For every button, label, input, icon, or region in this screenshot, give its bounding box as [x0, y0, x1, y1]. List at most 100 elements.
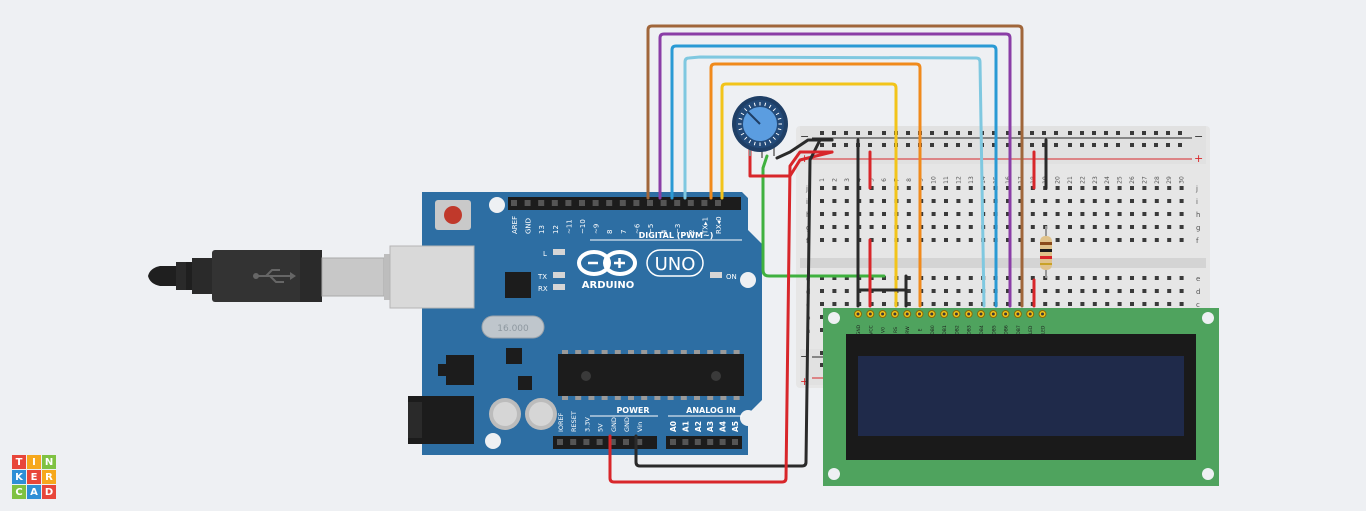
- wire-5v-rail: [608, 150, 834, 484]
- analog-label: ANALOG IN: [686, 406, 736, 415]
- arduino-brand: ARDUINO: [582, 280, 634, 291]
- power-jack: [408, 396, 474, 444]
- wire-gnd-rail: [634, 138, 834, 468]
- lcd-pin-label: DB5: [991, 325, 997, 335]
- digital-label: DIGITAL (PWM~): [639, 231, 714, 240]
- analog-pin-hole[interactable]: [682, 439, 689, 445]
- logo-letter: N: [42, 455, 56, 469]
- power-pin-label: 3.3V: [583, 417, 591, 432]
- breadboard-column-number: 1: [819, 178, 826, 182]
- voltage-regulator: [446, 355, 474, 385]
- power-pin-hole[interactable]: [557, 439, 563, 445]
- digital-pin-hole[interactable]: [660, 200, 667, 206]
- lcd-pin-label: GND: [856, 324, 862, 335]
- lcd-screen: [858, 356, 1184, 436]
- digital-pin-label: RX◂0: [715, 216, 723, 234]
- lcd-pin-label: DB2: [954, 325, 960, 335]
- lcd-pin-label: VCC: [868, 325, 874, 334]
- reset-button[interactable]: [435, 200, 471, 230]
- digital-pin-label: ~10: [579, 219, 587, 234]
- digital-pin-hole[interactable]: [579, 200, 585, 206]
- usb-cable[interactable]: [148, 250, 390, 302]
- breadboard-column-number: 10: [931, 176, 938, 184]
- breadboard-row-letter: h: [1196, 211, 1200, 219]
- lcd-pin-label: RS: [893, 327, 899, 333]
- digital-pin-hole[interactable]: [674, 200, 681, 206]
- wire-d5-db5: [670, 44, 998, 308]
- breadboard-column-number: 30: [1179, 176, 1186, 184]
- power-pin-hole[interactable]: [623, 439, 629, 445]
- digital-pin-hole[interactable]: [647, 200, 653, 206]
- breadboard-column-number: 5: [869, 178, 876, 182]
- lcd-pin-label: DB4: [979, 325, 985, 335]
- lcd-pin-label: DB7: [1016, 325, 1022, 335]
- digital-pin-hole[interactable]: [606, 200, 613, 206]
- power-pin-hole[interactable]: [583, 439, 590, 445]
- power-pin-hole[interactable]: [636, 439, 643, 445]
- digital-pin-hole[interactable]: [633, 200, 640, 206]
- analog-pin-hole[interactable]: [719, 439, 726, 445]
- digital-pin-hole[interactable]: [551, 200, 558, 206]
- analog-header: [666, 436, 742, 449]
- digital-pin-hole[interactable]: [524, 200, 531, 206]
- analog-pin-label: A0: [669, 421, 678, 432]
- breadboard-row-letter: i: [806, 198, 808, 206]
- digital-pin-label: 12: [552, 225, 560, 234]
- breadboard-row-letter: f: [1196, 237, 1199, 245]
- atmega-chip: [558, 350, 744, 400]
- digital-pin-hole[interactable]: [619, 200, 626, 206]
- wire-d6-db6: [658, 32, 1012, 308]
- lcd-pin-label: DB1: [942, 325, 948, 335]
- breadboard-column-number: 3: [844, 178, 851, 182]
- digital-pin-hole[interactable]: [592, 200, 599, 206]
- analog-pin-hole[interactable]: [732, 439, 738, 445]
- power-pin-hole[interactable]: [609, 439, 616, 445]
- digital-pin-label: ~5: [647, 224, 655, 234]
- analog-pin-label: A3: [706, 421, 715, 432]
- digital-pin-label: 7: [620, 230, 628, 234]
- power-pin-label: 5V: [597, 423, 605, 432]
- arduino-uno-board[interactable]: 16.000 L TX RX ON: [389, 192, 762, 455]
- analog-pin-hole[interactable]: [670, 439, 676, 445]
- digital-pin-hole[interactable]: [687, 200, 694, 206]
- breadboard-column-number: 24: [1104, 176, 1111, 184]
- power-label: POWER: [616, 406, 649, 415]
- led-tx-label: TX: [537, 273, 547, 281]
- digital-pin-hole[interactable]: [565, 200, 572, 206]
- power-pin-label: RESET: [570, 411, 578, 432]
- led-on-label: ON: [726, 273, 737, 281]
- rail-minus-left-bottom: −: [800, 350, 809, 363]
- digital-pin-hole[interactable]: [701, 200, 708, 206]
- logo-letter: D: [42, 485, 56, 499]
- analog-pin-hole[interactable]: [694, 439, 701, 445]
- digital-pin-hole[interactable]: [511, 200, 517, 206]
- potentiometer[interactable]: [732, 96, 788, 158]
- digital-pin-label: 2: [688, 230, 696, 234]
- breadboard-row-letter: e: [1196, 275, 1200, 283]
- breadboard-column-number: 25: [1117, 176, 1124, 184]
- wire-d2-rs: [720, 82, 898, 308]
- power-header: [553, 436, 657, 449]
- digital-pin-label: ~9: [593, 224, 601, 234]
- digital-pin-hole[interactable]: [538, 200, 545, 206]
- breadboard-column-number: 13: [968, 176, 975, 184]
- power-pin-hole[interactable]: [570, 439, 577, 445]
- power-pin-label: GND: [610, 417, 618, 432]
- power-pin-hole[interactable]: [596, 439, 603, 445]
- digital-pin-hole[interactable]: [715, 200, 721, 206]
- analog-pin-label: A1: [681, 421, 690, 432]
- rail-minus-right-top: −: [1194, 130, 1203, 143]
- logo-letter: E: [27, 470, 41, 484]
- analog-pin-label: A4: [719, 421, 728, 432]
- logo-letter: T: [12, 455, 26, 469]
- usb-jack: [389, 245, 475, 309]
- breadboard-column-number: 29: [1166, 176, 1173, 184]
- analog-pin-hole[interactable]: [707, 439, 714, 445]
- wires[interactable]: [608, 24, 1048, 484]
- digital-pin-label: 4: [661, 229, 669, 234]
- resistor[interactable]: [1040, 226, 1052, 278]
- analog-pin-label: A5: [731, 421, 740, 432]
- logo-letter: R: [42, 470, 56, 484]
